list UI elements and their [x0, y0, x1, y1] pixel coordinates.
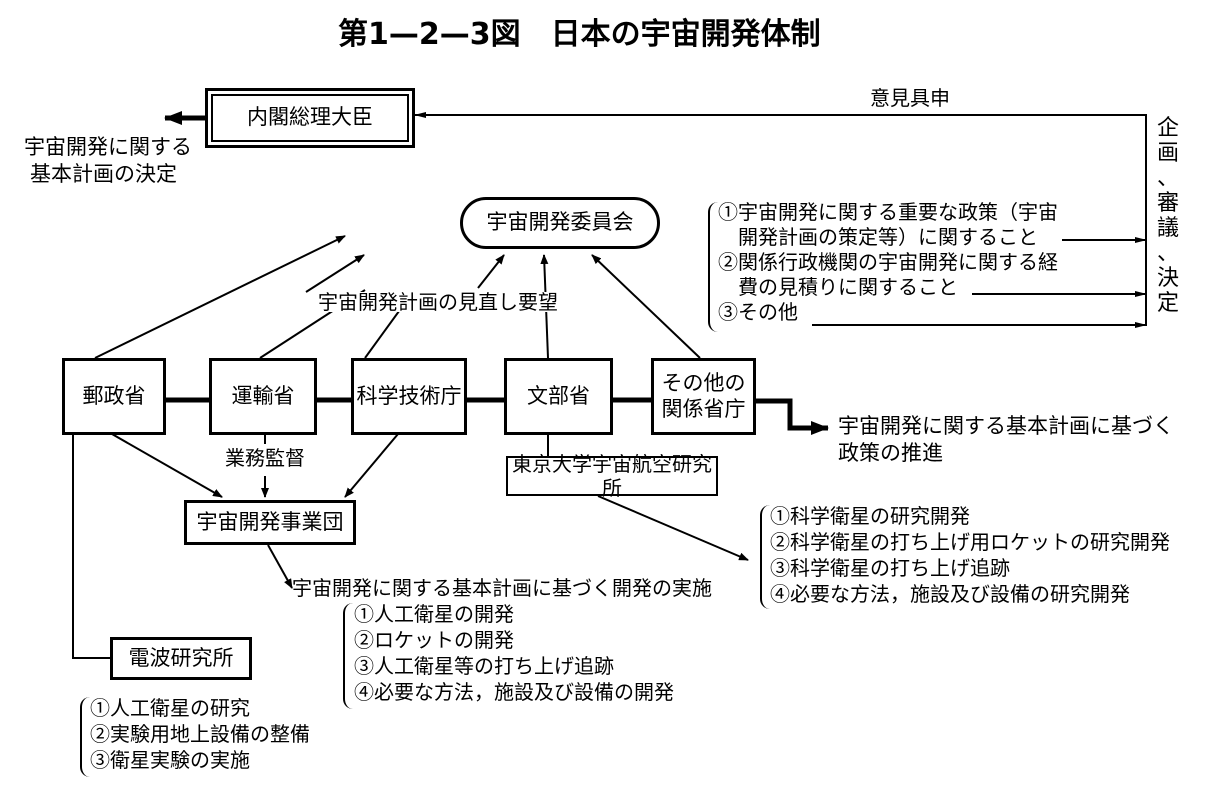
- isas-to-items-arrow: [597, 495, 749, 561]
- node-space-commission: 宇宙開発委員会: [460, 197, 660, 249]
- nasda-item: ③人工衛星等の打ち上げ追跡: [354, 654, 614, 678]
- nasda-items-brace: [343, 603, 353, 709]
- posts-to-nasda-arrow: [111, 433, 223, 498]
- node-label: 東京大学宇宙航空研究所: [512, 452, 712, 500]
- nasda-item: ②ロケットの開発: [354, 628, 514, 652]
- node-nasda: 宇宙開発事業団: [184, 500, 356, 545]
- commission-item: 費の見積りに関すること: [718, 275, 958, 299]
- nasda-to-impl-arrow: [267, 544, 293, 589]
- node-isas: 東京大学宇宙航空研究所: [506, 452, 718, 500]
- node-label: 科学技術庁: [356, 383, 462, 408]
- pm-decision-label-1: 宇宙開発に関する: [24, 135, 192, 159]
- commission-role-label: 企 画 、 審 議 、 決 定: [1156, 116, 1180, 316]
- role-char: 、: [1156, 241, 1179, 266]
- commission-item: ①宇宙開発に関する重要な政策（宇宙: [718, 200, 1058, 224]
- node-label: 宇宙開発委員会: [486, 210, 634, 235]
- node-other-ministries: その他の関係省庁: [651, 358, 756, 435]
- opinion-arrow: [414, 112, 1147, 160]
- node-label: 運輸省: [231, 383, 295, 408]
- role-char: 画: [1156, 141, 1179, 166]
- pm-decision-label-2: 基本計画の決定: [30, 162, 177, 186]
- nasda-item: ①人工衛星の開発: [354, 602, 514, 626]
- role-char: 決: [1156, 266, 1179, 291]
- transport-to-commission-arrow-head: [305, 254, 365, 293]
- node-label: 宇宙開発事業団: [196, 509, 344, 534]
- node-radio-lab: 電波研究所: [110, 637, 252, 680]
- nasda-item: ④必要な方法，施設及び設備の開発: [354, 680, 674, 704]
- node-label: 文部省: [527, 383, 590, 408]
- role-char: 審: [1156, 191, 1179, 216]
- isas-item: ②科学衛星の打ち上げ用ロケットの研究開発: [770, 530, 1170, 554]
- radio-lab-items-brace: [80, 697, 90, 777]
- node-label: 内閣総理大臣: [247, 105, 373, 130]
- node-education-ministry: 文部省: [504, 358, 613, 435]
- node-label: その他の関係省庁: [661, 371, 746, 421]
- supervision-label: 業務監督: [225, 446, 305, 470]
- node-posts-ministry: 郵政省: [62, 358, 166, 435]
- radio-lab-item: ②実験用地上設備の整備: [90, 722, 310, 746]
- node-prime-minister: 内閣総理大臣: [205, 88, 415, 148]
- policy-promotion-arrow: [755, 398, 829, 435]
- posts-to-radio-lab-line: [72, 434, 110, 659]
- node-transport-ministry: 運輸省: [209, 358, 317, 435]
- diagram-title: 第1—2—3図 日本の宇宙開発体制: [338, 17, 821, 52]
- role-char: 定: [1156, 291, 1179, 316]
- node-science-agency: 科学技術庁: [351, 358, 467, 435]
- opinion-label: 意見具申: [870, 86, 950, 110]
- science-to-commission-arrow-head: [477, 254, 505, 289]
- isas-items-brace: [760, 505, 770, 609]
- radio-lab-item: ③衛星実験の実施: [90, 748, 250, 772]
- commission-item: ②関係行政機関の宇宙開発に関する経: [718, 250, 1058, 274]
- role-char: 、: [1156, 166, 1179, 191]
- nasda-implementation-label: 宇宙開発に関する基本計画に基づく開発の実施: [292, 576, 712, 600]
- commission-items-list: ①宇宙開発に関する重要な政策（宇宙 開発計画の策定等）に関すること ②関係行政機…: [718, 200, 1058, 325]
- commission-items-brace: [708, 202, 718, 332]
- radio-lab-items-list: ①人工衛星の研究 ②実験用地上設備の整備 ③衛星実験の実施: [90, 695, 310, 773]
- isas-items-list: ①科学衛星の研究開発 ②科学衛星の打ち上げ用ロケットの研究開発 ③科学衛星の打ち…: [770, 503, 1170, 607]
- commission-item: ③その他: [718, 300, 798, 324]
- isas-item: ④必要な方法，施設及び設備の研究開発: [770, 582, 1130, 606]
- science-to-nasda-arrow: [344, 433, 399, 498]
- other-to-commission-arrow: [591, 254, 701, 359]
- commission-item: 開発計画の策定等）に関すること: [718, 225, 1038, 249]
- policy-promotion-label-1: 宇宙開発に関する基本計画に基づく: [838, 414, 1174, 438]
- isas-item: ①科学衛星の研究開発: [770, 504, 970, 528]
- node-label: 電波研究所: [128, 645, 234, 670]
- role-char: 議: [1156, 216, 1179, 241]
- role-char: 企: [1156, 116, 1179, 141]
- radio-lab-item: ①人工衛星の研究: [90, 696, 250, 720]
- nasda-items-list: ①人工衛星の開発 ②ロケットの開発 ③人工衛星等の打ち上げ追跡 ④必要な方法，施…: [354, 601, 674, 705]
- isas-item: ③科学衛星の打ち上げ追跡: [770, 556, 1010, 580]
- node-label: 郵政省: [82, 383, 146, 408]
- review-request-label: 宇宙開発計画の見直し要望: [318, 290, 558, 314]
- posts-to-commission-arrow: [94, 235, 346, 359]
- policy-promotion-label-2: 政策の推進: [838, 441, 943, 465]
